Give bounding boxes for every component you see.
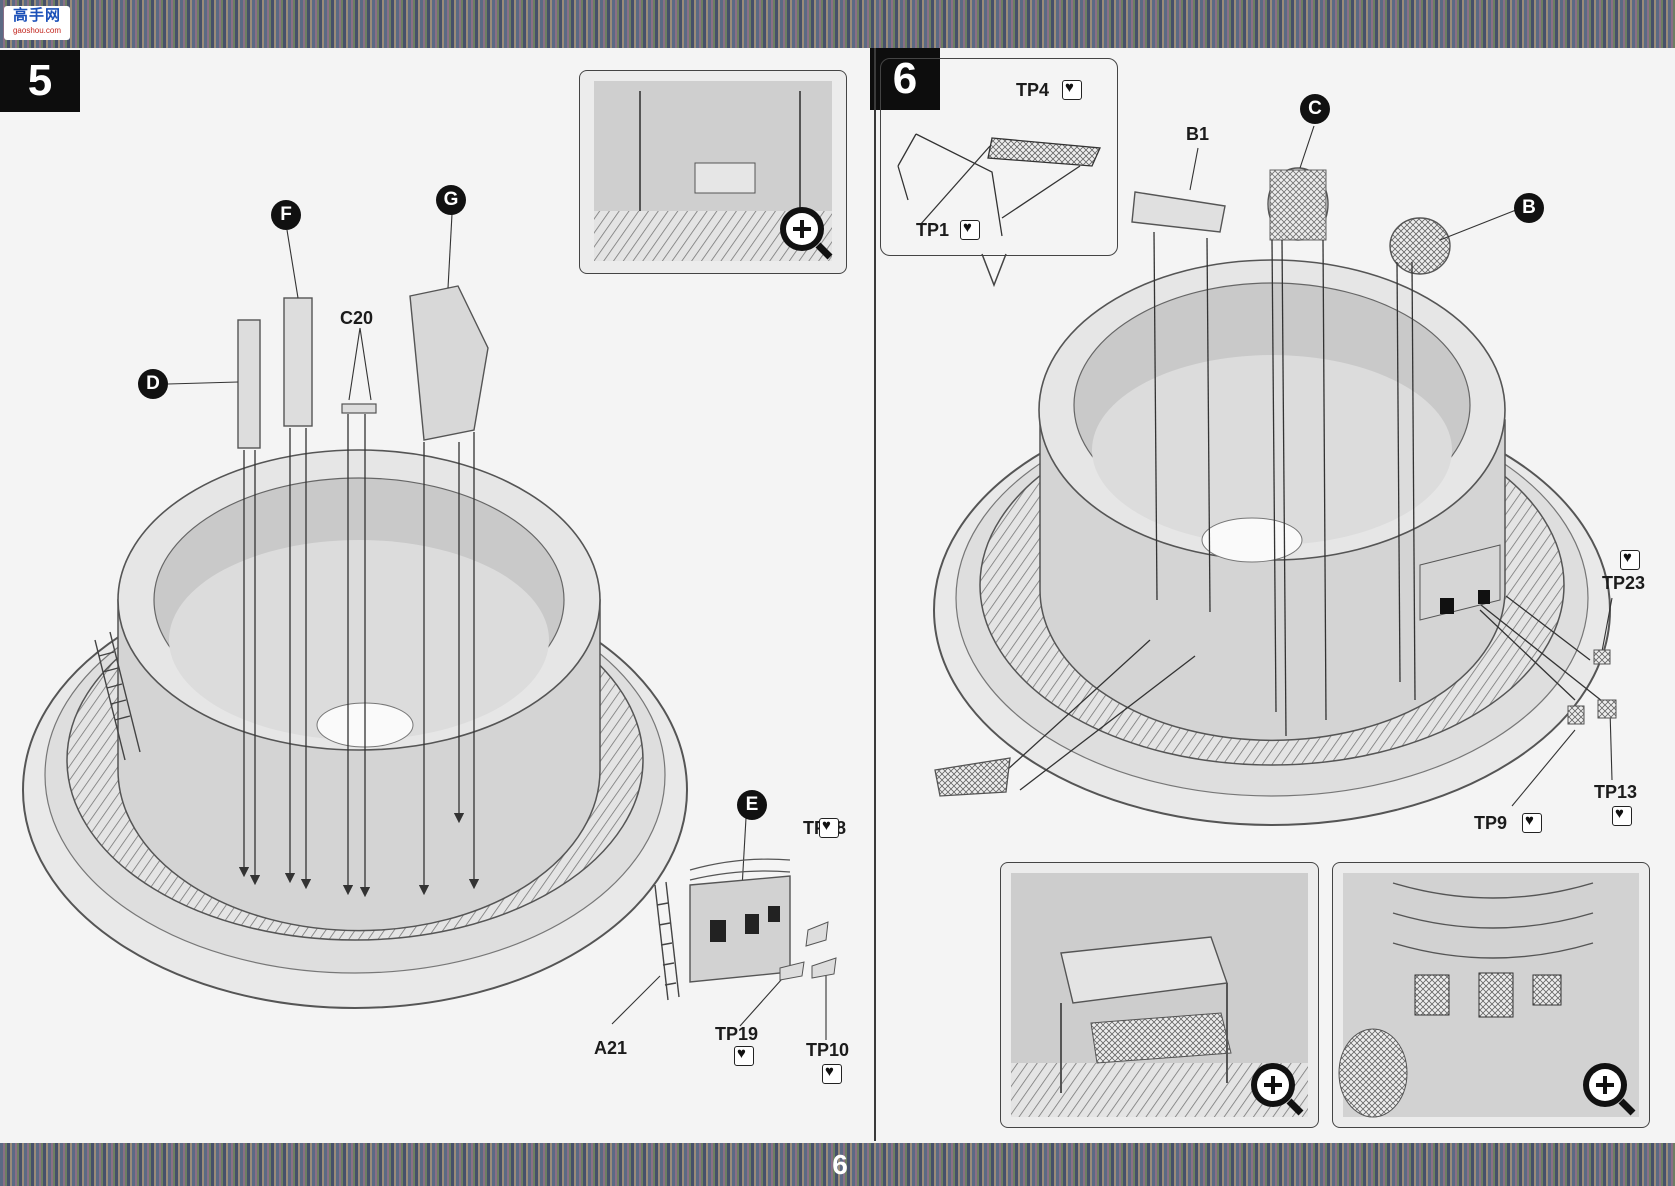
- label-b1: B1: [1186, 124, 1210, 144]
- zoom-icon: [780, 207, 833, 260]
- zoom-icon: [1251, 1063, 1304, 1116]
- step-6-detail-left-image: [1011, 873, 1308, 1117]
- step-6-zoom-detail-right: [1332, 862, 1650, 1128]
- label-tp19: TP19: [715, 1024, 759, 1044]
- top-color-band: [0, 0, 1675, 48]
- label-tp10: TP10: [806, 1040, 850, 1060]
- label-tp4: TP4: [1016, 80, 1050, 100]
- label-tp1: TP1: [916, 220, 950, 240]
- badge-b: B: [1514, 193, 1544, 223]
- label-tp23: TP23: [1602, 573, 1646, 593]
- photo-etch-heart-icon: [734, 1045, 754, 1066]
- photo-etch-heart-icon: [960, 219, 980, 240]
- badge-c: C: [1300, 94, 1330, 124]
- step-6-callout: [880, 58, 1118, 256]
- zoom-icon: [1583, 1063, 1636, 1116]
- step-6-zoom-detail-left: [1000, 862, 1319, 1128]
- step-5-zoom-detail: [579, 70, 847, 274]
- photo-etch-heart-icon: [1062, 79, 1082, 100]
- badge-e: E: [737, 790, 767, 820]
- badge-g: G: [436, 185, 466, 215]
- label-tp13: TP13: [1594, 782, 1638, 802]
- photo-etch-heart-icon: [1612, 805, 1632, 826]
- badge-d: D: [138, 369, 168, 399]
- step-divider: [874, 48, 876, 1141]
- page-number: 6: [832, 1149, 848, 1180]
- step-5-number: 5: [0, 50, 80, 112]
- photo-etch-heart-icon: [819, 817, 839, 838]
- label-a21: A21: [594, 1038, 628, 1058]
- site-logo-name: 高手网: [12, 7, 61, 24]
- photo-etch-heart-icon: [1620, 549, 1640, 570]
- step-5-detail-image: [594, 81, 833, 261]
- step-6-detail-right-image: [1338, 873, 1639, 1118]
- photo-etch-heart-icon: [1522, 812, 1542, 833]
- bottom-color-band: [0, 1143, 1675, 1186]
- label-tp9: TP9: [1474, 813, 1508, 833]
- site-logo: 高手网 gaoshou.com: [4, 6, 70, 40]
- photo-etch-heart-icon: [822, 1063, 842, 1084]
- step-5-turret-ring-drawing: [22, 213, 837, 1040]
- label-c20: C20: [340, 308, 374, 328]
- badge-f: F: [271, 200, 301, 230]
- site-logo-url: gaoshou.com: [12, 26, 62, 35]
